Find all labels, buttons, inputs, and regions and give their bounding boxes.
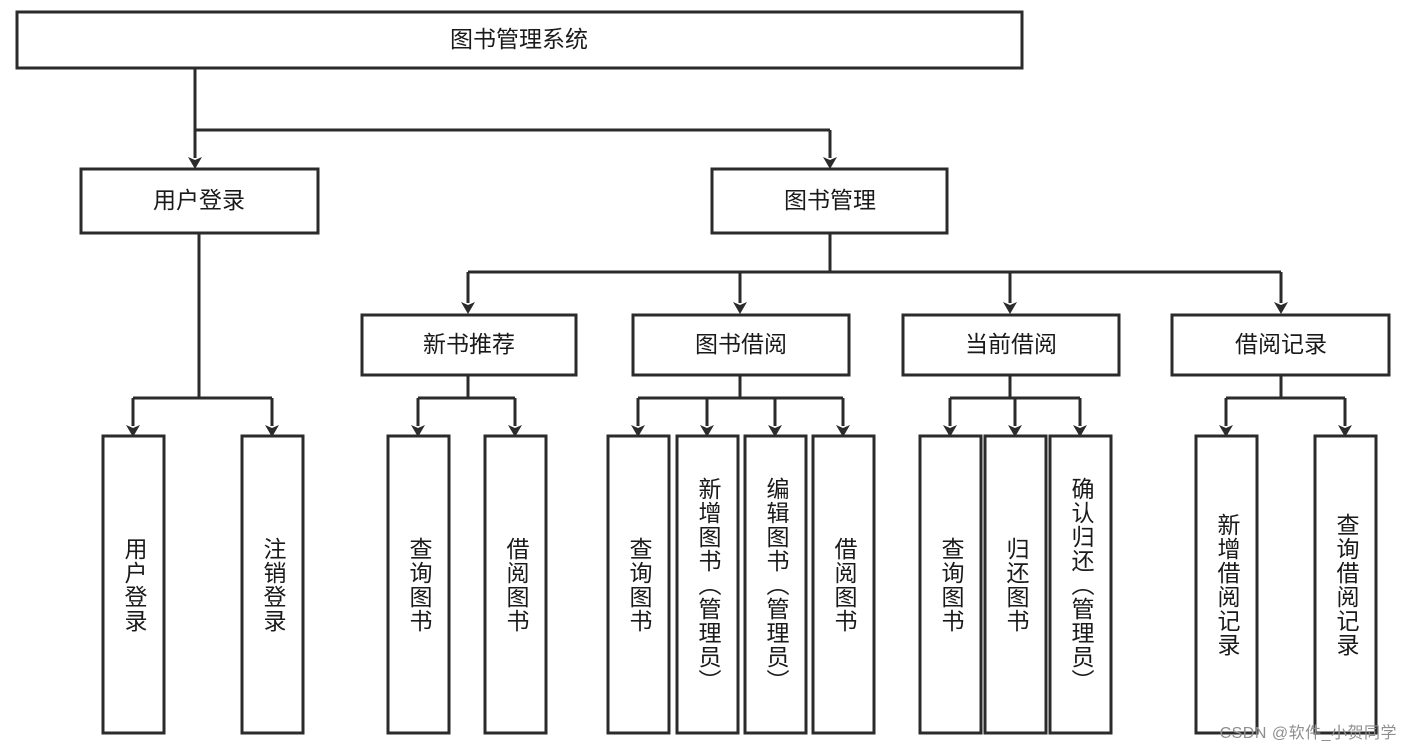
node-book-borrow-label: 图书借阅 (695, 331, 787, 357)
connector-userlogin-to-leaves (126, 233, 279, 437)
connector-bookborrow-to-leaves (631, 375, 850, 437)
node-root-label: 图书管理系统 (450, 26, 588, 52)
leaf-node[interactable] (918, 434, 983, 735)
node-new-book-recommend[interactable]: 新书推荐 (360, 313, 578, 377)
leaf-node[interactable] (811, 434, 876, 735)
node-book-management-label: 图书管理 (784, 187, 876, 213)
leaf-node[interactable] (675, 434, 740, 735)
connector-root-to-level2 (188, 68, 837, 169)
leaf-node[interactable] (743, 434, 808, 735)
connector-bookmgmt-to-level3 (461, 233, 1288, 314)
leaf-node[interactable] (1048, 434, 1113, 735)
node-borrow-record-label: 借阅记录 (1235, 331, 1327, 357)
node-book-borrow[interactable]: 图书借阅 (631, 313, 851, 377)
node-borrow-record[interactable]: 借阅记录 (1170, 313, 1391, 377)
node-new-book-recommend-label: 新书推荐 (423, 331, 515, 357)
node-current-borrow-label: 当前借阅 (965, 331, 1057, 357)
leaf-node[interactable] (983, 434, 1048, 735)
node-user-login-label: 用户登录 (153, 187, 245, 213)
leaf-node[interactable] (606, 434, 671, 735)
leaf-node[interactable] (101, 434, 166, 735)
connector-newbook-to-leaves (411, 375, 522, 437)
leaf-node[interactable] (240, 434, 305, 735)
node-current-borrow[interactable]: 当前借阅 (901, 313, 1121, 377)
leaf-node[interactable] (483, 434, 548, 735)
leaf-node[interactable] (386, 434, 451, 735)
node-book-management[interactable]: 图书管理 (710, 167, 949, 235)
connector-borrowrecord-to-leaves (1219, 375, 1352, 437)
node-root[interactable]: 图书管理系统 (15, 10, 1024, 70)
leaf-node[interactable] (1194, 434, 1259, 735)
connector-currentborrow-to-leaves (943, 375, 1087, 437)
node-user-login[interactable]: 用户登录 (79, 167, 320, 235)
leaf-node[interactable] (1313, 434, 1378, 735)
csdn-watermark: CSDN @软件_小贺同学 (1219, 725, 1397, 742)
